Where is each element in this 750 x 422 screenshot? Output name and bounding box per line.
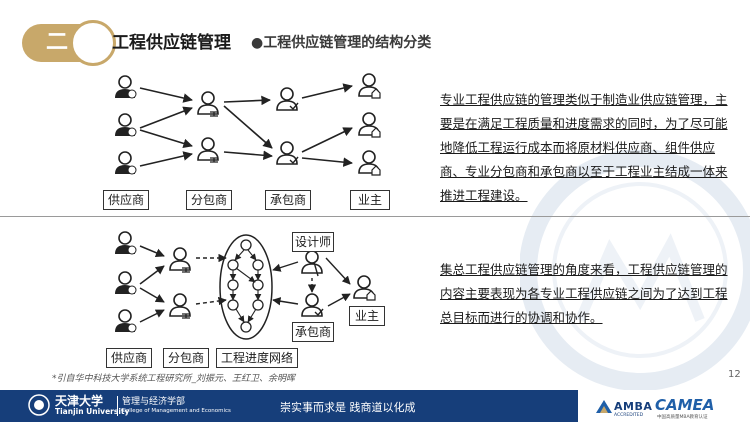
owner-icon bbox=[353, 275, 376, 301]
university-seal-watermark bbox=[520, 150, 750, 390]
supplier-icon bbox=[114, 309, 137, 333]
label-owner: 业主 bbox=[350, 190, 390, 210]
section-divider bbox=[0, 216, 750, 217]
page-number: 12 bbox=[728, 369, 741, 380]
subcontractor-icon bbox=[197, 137, 219, 163]
section-badge: 二 bbox=[22, 20, 116, 66]
subcontractor-icon bbox=[169, 293, 191, 319]
owner-icon bbox=[358, 150, 381, 176]
designer-icon bbox=[301, 250, 323, 277]
university-logo-icon bbox=[28, 394, 50, 416]
footer-motto: 崇实事而求是 践商道以化成 bbox=[280, 401, 416, 414]
supplier-icon bbox=[114, 75, 137, 99]
section-number: 二 bbox=[45, 30, 68, 55]
label-owner: 业主 bbox=[349, 306, 385, 326]
school-name-en: College of Management and Economics bbox=[122, 408, 231, 414]
label-subcontractor: 分包商 bbox=[186, 190, 232, 210]
contractor-icon bbox=[301, 293, 324, 317]
camea-logo: CAMEA 中国高质量MBA教育认证 bbox=[655, 396, 715, 420]
page-title: 工程供应链管理 bbox=[112, 33, 231, 53]
university-name-en: Tianjin University bbox=[55, 407, 130, 416]
contractor-icon bbox=[276, 87, 299, 111]
label-contractor: 承包商 bbox=[265, 190, 311, 210]
supplier-icon bbox=[114, 151, 137, 175]
contractor-icon bbox=[276, 141, 299, 165]
citation-note: *引自华中科技大学系统工程研究所_刘振元、王红卫、余明晖 bbox=[52, 374, 296, 384]
label-schedule-network: 工程进度网络 bbox=[216, 348, 298, 368]
integrated-supply-chain-text: 集总工程供应链管理的角度来看，工程供应链管理的内容主要表现为各专业工程供应链之间… bbox=[440, 262, 728, 325]
label-supplier: 供应商 bbox=[106, 348, 152, 368]
subcontractor-icon bbox=[169, 247, 191, 273]
owner-icon bbox=[358, 73, 381, 99]
label-supplier: 供应商 bbox=[103, 190, 149, 210]
school-name-cn: 管理与经济学部 bbox=[122, 397, 186, 407]
amba-triangle-icon bbox=[596, 400, 612, 413]
professional-supply-chain-text: 专业工程供应链的管理类似于制造业供应链管理，主要是在满足工程质量和进度需求的同时… bbox=[440, 92, 728, 203]
supplier-icon bbox=[114, 113, 137, 137]
label-contractor: 承包商 bbox=[292, 322, 334, 342]
label-subcontractor: 分包商 bbox=[163, 348, 209, 368]
subcontractor-icon bbox=[197, 91, 219, 117]
top-supply-chain-diagram bbox=[114, 73, 381, 176]
label-designer: 设计师 bbox=[292, 232, 334, 252]
supplier-icon bbox=[114, 271, 137, 295]
owner-icon bbox=[358, 112, 381, 138]
bottom-supply-chain-diagram bbox=[114, 231, 376, 340]
supplier-icon bbox=[114, 231, 137, 255]
page-subtitle: ●工程供应链管理的结构分类 bbox=[251, 35, 432, 51]
university-name-cn: 天津大学 bbox=[55, 394, 104, 408]
